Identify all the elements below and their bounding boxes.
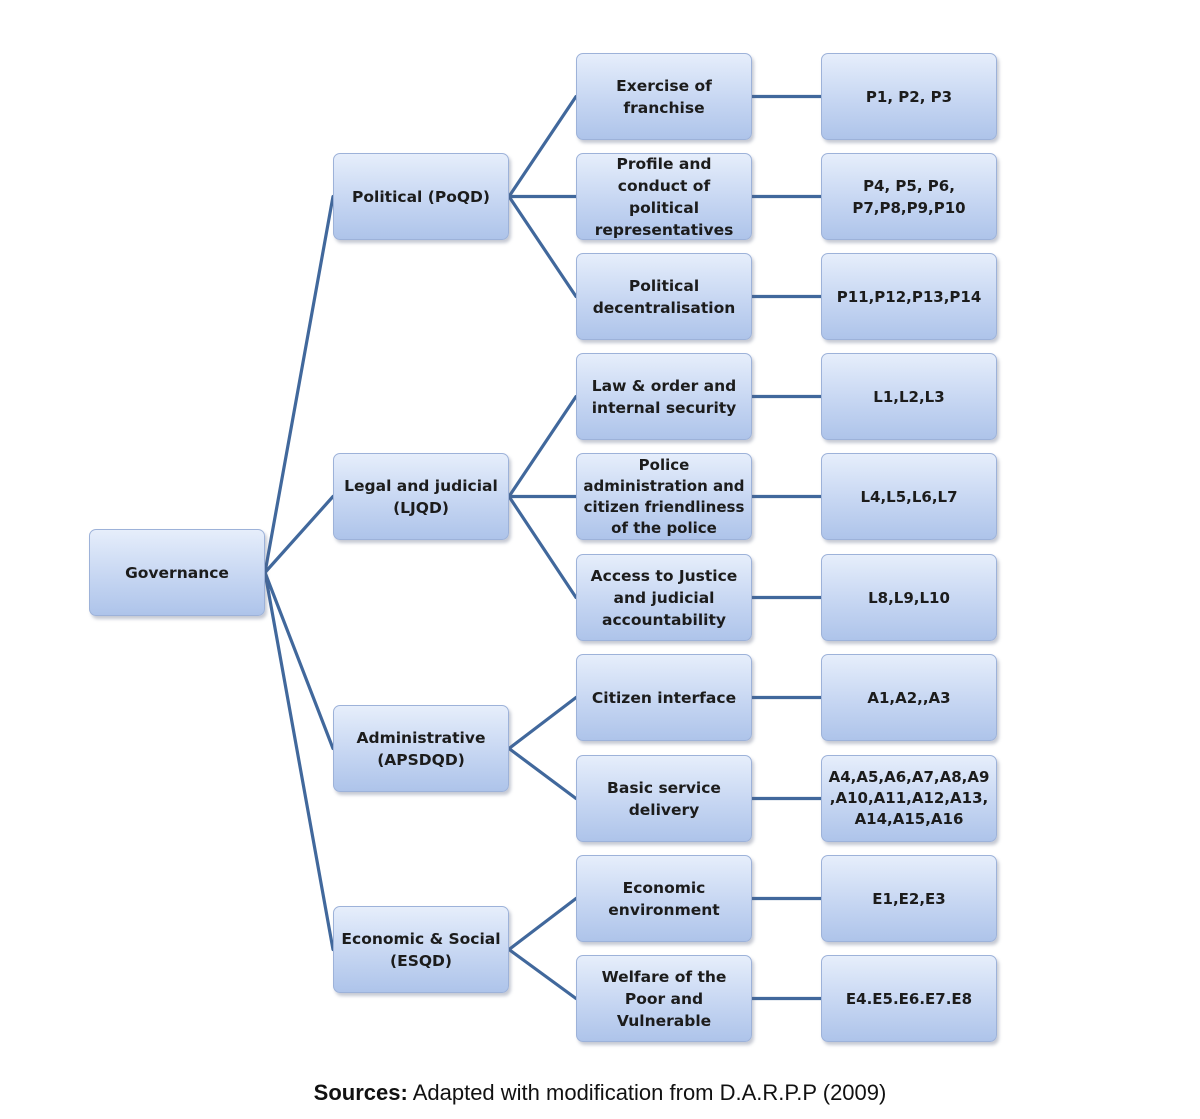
- indicator-node-l8-l10: L8,L9,L10: [821, 554, 997, 641]
- caption-text: Adapted with modification from D.A.R.P.P…: [407, 1080, 887, 1105]
- connector-legal-judicial-to-law-order: [507, 394, 578, 499]
- indicator-node-p4-p10: P4, P5, P6, P7,P8,P9,P10: [821, 153, 997, 240]
- caption-prefix: Sources:: [313, 1080, 408, 1105]
- subdimension-node-basic-service-delivery: Basic service delivery: [576, 755, 752, 842]
- connector-legal-judicial-to-access-to-justice: [507, 494, 578, 600]
- indicator-node-l4-l7: L4,L5,L6,L7: [821, 453, 997, 540]
- connector-political-to-political-decentralisation: [507, 194, 578, 299]
- connector-economic-social-to-economic-environment: [507, 896, 578, 952]
- connector-root-to-political: [263, 194, 335, 575]
- connector-root-to-legal-judicial: [263, 494, 335, 575]
- subdimension-node-political-decentralisation: Political decentralisation: [576, 253, 752, 340]
- dimension-node-legal-judicial: Legal and judicial (LJQD): [333, 453, 509, 540]
- subdimension-node-exercise-of-franchise: Exercise of franchise: [576, 53, 752, 140]
- indicator-node-p1-p3: P1, P2, P3: [821, 53, 997, 140]
- subdimension-node-citizen-interface: Citizen interface: [576, 654, 752, 741]
- indicator-node-a4-a16: A4,A5,A6,A7,A8,A9 ,A10,A11,A12,A13, A14,…: [821, 755, 997, 842]
- dimension-node-administrative: Administrative (APSDQD): [333, 705, 509, 792]
- connector-root-to-administrative: [263, 570, 335, 751]
- indicator-node-e4-e8: E4.E5.E6.E7.E8: [821, 955, 997, 1042]
- dimension-node-economic-social: Economic & Social (ESQD): [333, 906, 509, 993]
- connector-economic-social-to-welfare-poor: [507, 947, 578, 1001]
- subdimension-node-law-order: Law & order and internal security: [576, 353, 752, 440]
- connector-root-to-economic-social: [263, 570, 335, 952]
- root-node-governance: Governance: [89, 529, 265, 616]
- subdimension-node-access-to-justice: Access to Justice and judicial accountab…: [576, 554, 752, 641]
- indicator-node-a1-a3: A1,A2,,A3: [821, 654, 997, 741]
- subdimension-node-economic-environment: Economic environment: [576, 855, 752, 942]
- connector-administrative-to-basic-service-delivery: [507, 746, 578, 801]
- connector-administrative-to-citizen-interface: [507, 695, 578, 751]
- indicator-node-e1-e3: E1,E2,E3: [821, 855, 997, 942]
- subdimension-node-police-administration: Police administration and citizen friend…: [576, 453, 752, 540]
- subdimension-node-profile-conduct: Profile and conduct of political represe…: [576, 153, 752, 240]
- subdimension-node-welfare-poor: Welfare of the Poor and Vulnerable: [576, 955, 752, 1042]
- source-caption: Sources: Adapted with modification from …: [0, 1080, 1200, 1106]
- indicator-node-l1-l3: L1,L2,L3: [821, 353, 997, 440]
- connector-political-to-exercise-of-franchise: [507, 94, 578, 199]
- dimension-node-political: Political (PoQD): [333, 153, 509, 240]
- indicator-node-p11-p14: P11,P12,P13,P14: [821, 253, 997, 340]
